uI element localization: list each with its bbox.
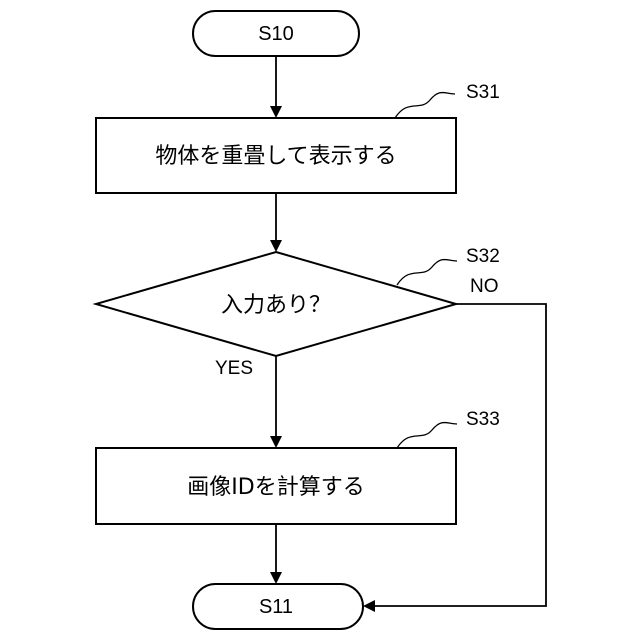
s33-ref-label: S33 — [466, 409, 500, 430]
yes-branch-label: YES — [215, 358, 253, 379]
no-branch-label: NO — [470, 276, 499, 297]
s31-reference: S31 — [395, 82, 500, 118]
process-box-s31: 物体を重畳して表示する — [96, 118, 456, 193]
process-box-s31-label: 物体を重畳して表示する — [155, 144, 396, 169]
s31-ref-label: S31 — [466, 82, 500, 103]
process-box-s33-label: 画像IDを計算する — [187, 475, 364, 500]
s33-leader-line — [397, 423, 457, 449]
arrow-s33-to-end — [270, 524, 282, 584]
arrow-yes-branch-to-s33 — [270, 356, 282, 448]
end-terminal-label: S11 — [259, 596, 293, 618]
decision-diamond-s32: 入力あり？ — [96, 252, 456, 356]
s32-ref-label: S32 — [466, 246, 500, 267]
process-box-s33: 画像IDを計算する — [96, 448, 456, 524]
start-terminal: S10 — [193, 11, 359, 56]
decision-diamond-s32-label: 入力あり？ — [221, 293, 331, 318]
arrow-start-to-s31 — [270, 56, 282, 118]
end-terminal: S11 — [193, 584, 363, 629]
s33-reference: S33 — [397, 409, 500, 448]
s32-leader-line — [397, 260, 457, 286]
start-terminal-label: S10 — [258, 23, 294, 45]
arrow-s31-to-s32 — [270, 193, 282, 252]
s31-leader-line — [395, 93, 455, 119]
